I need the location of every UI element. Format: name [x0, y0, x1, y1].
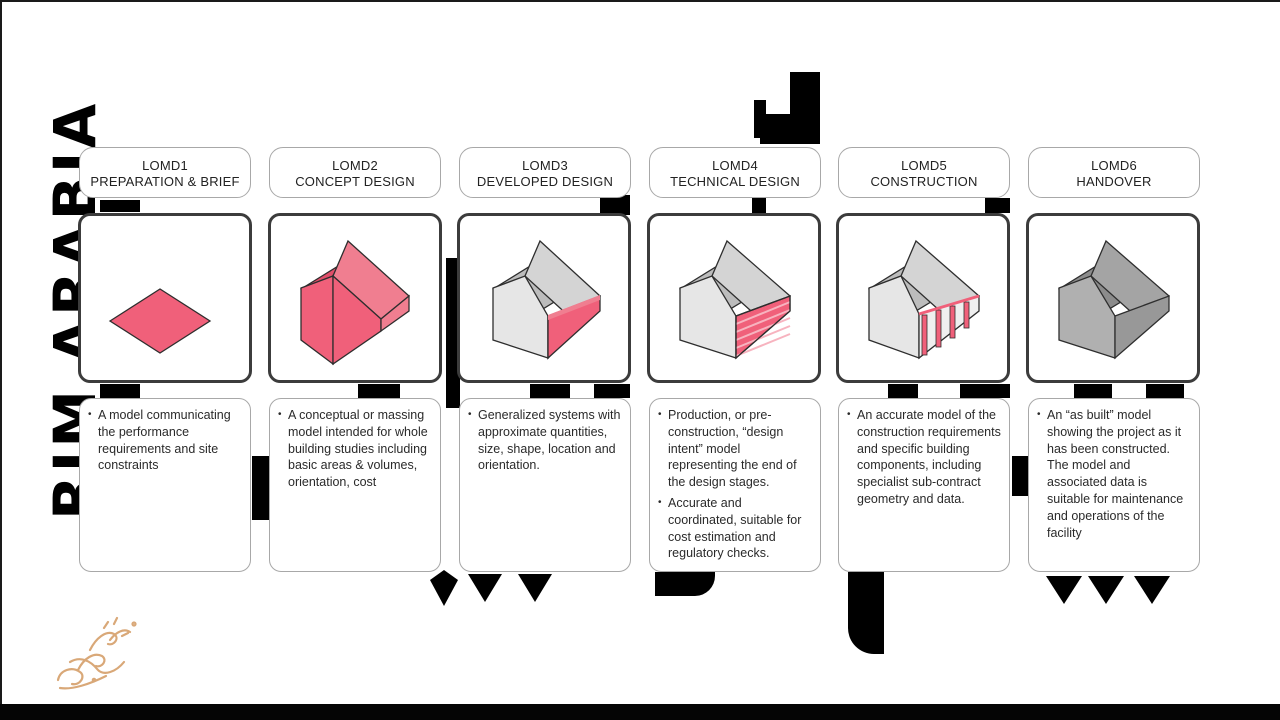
stage-header-lomd5: LOMD5 CONSTRUCTION: [838, 147, 1010, 198]
stage-image-lomd3: [457, 213, 631, 383]
stage-header-lomd2: LOMD2 CONCEPT DESIGN: [269, 147, 441, 198]
top-border: [0, 0, 1280, 2]
stage-title: TECHNICAL DESIGN: [670, 174, 800, 189]
stage-code: LOMD4: [712, 158, 758, 173]
description-bullet: Production, or pre-construction, “design…: [658, 407, 812, 491]
flat-parallelogram-icon: [108, 288, 212, 354]
stage-image-lomd6: [1026, 213, 1200, 383]
stage-title: CONSTRUCTION: [870, 174, 978, 189]
description-bullet: A model communicating the performance re…: [88, 407, 242, 474]
developed-house-icon: [491, 239, 601, 360]
description-bullet: Accurate and coordinated, suitable for c…: [658, 495, 812, 562]
left-border: [0, 0, 2, 705]
stage-image-lomd4: [647, 213, 821, 383]
stage-description-lomd2: A conceptual or massing model intended f…: [269, 398, 441, 572]
stage-code: LOMD5: [901, 158, 947, 173]
stage-header-lomd1: LOMD1 PREPARATION & BRIEF: [79, 147, 251, 198]
stage-description-lomd5: An accurate model of the construction re…: [838, 398, 1010, 572]
stage-title: DEVELOPED DESIGN: [476, 174, 614, 189]
stage-code: LOMD3: [522, 158, 568, 173]
stage-header-lomd3: LOMD3 DEVELOPED DESIGN: [459, 147, 631, 198]
signature-logo: [56, 616, 137, 690]
stage-header-lomd4: LOMD4 TECHNICAL DESIGN: [649, 147, 821, 198]
stage-description-lomd4: Production, or pre-construction, “design…: [649, 398, 821, 572]
technical-house-icon: [678, 239, 792, 360]
as-built-house-icon: [1057, 239, 1171, 360]
stage-image-lomd2: [268, 213, 442, 383]
massing-house-icon: [299, 239, 410, 366]
stage-description-lomd3: Generalized systems with approximate qua…: [459, 398, 631, 572]
stage-image-lomd5: [836, 213, 1010, 383]
stage-title: PREPARATION & BRIEF: [90, 174, 240, 189]
stage-description-lomd1: A model communicating the performance re…: [79, 398, 251, 572]
bottom-bar: [0, 704, 1280, 720]
description-bullet: A conceptual or massing model intended f…: [278, 407, 432, 491]
description-bullet: An accurate model of the construction re…: [847, 407, 1001, 508]
stage-image-lomd1: [78, 213, 252, 383]
construction-house-icon: [867, 239, 981, 360]
stage-header-lomd6: LOMD6 HANDOVER: [1028, 147, 1200, 198]
stage-title: CONCEPT DESIGN: [295, 174, 415, 189]
stage-title: HANDOVER: [1076, 174, 1152, 189]
stage-code: LOMD6: [1091, 158, 1137, 173]
stage-description-lomd6: An “as built” model showing the project …: [1028, 398, 1200, 572]
description-bullet: Generalized systems with approximate qua…: [468, 407, 622, 474]
stage-code: LOMD1: [142, 158, 188, 173]
description-bullet: An “as built” model showing the project …: [1037, 407, 1191, 541]
stage-code: LOMD2: [332, 158, 378, 173]
